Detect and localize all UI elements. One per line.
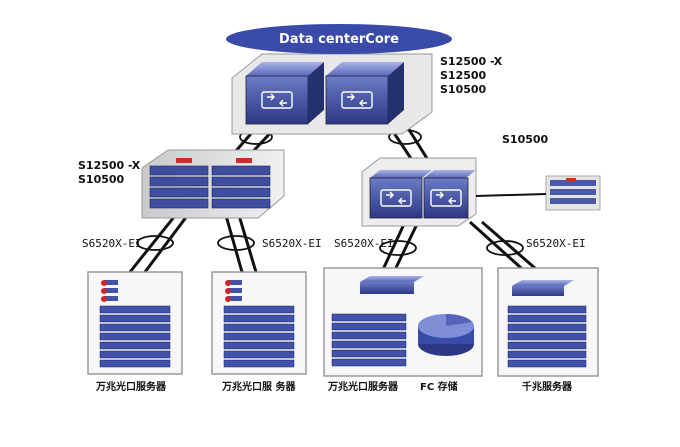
- server-rack-3: [331, 276, 424, 367]
- access-caption-2: 万兆光口服 务器: [222, 382, 296, 393]
- left-agg-model-2: S10500: [78, 173, 125, 186]
- link-right-access4-b: [481, 220, 545, 278]
- fc-storage-icon: [418, 314, 474, 356]
- left-aggregation-chassis: [141, 149, 285, 219]
- link-left-access1-b: [143, 211, 192, 273]
- access-model-2: S6520X-EI: [262, 237, 322, 250]
- core-model-2: S12500: [440, 69, 487, 82]
- link-left-access2-b: [236, 211, 258, 273]
- ring-access4: [486, 240, 524, 256]
- link-left-access1-a: [128, 211, 180, 273]
- core-model-3: S10500: [440, 83, 487, 96]
- server-rack-2: [223, 280, 295, 368]
- server-rack-1: [99, 280, 171, 368]
- core-switch-pair: [231, 53, 433, 135]
- server-rack-4: [507, 280, 587, 368]
- access-caption-1: 万兆光口服务器: [96, 382, 166, 393]
- storage-caption: FC 存储: [420, 382, 458, 393]
- access-model-1: S6520X-EI: [82, 237, 142, 250]
- link-right-access4-a: [468, 220, 532, 278]
- link-left-access2-a: [223, 211, 244, 273]
- link-right-access3-b: [390, 221, 420, 277]
- core-model-1: S12500 -X: [440, 55, 503, 68]
- core-title: Data centerCore: [226, 24, 452, 54]
- access-model-3: S6520X-EI: [334, 237, 394, 250]
- ring-access3: [379, 240, 417, 256]
- ring-access1: [136, 235, 174, 251]
- left-agg-model-1: S12500 -X: [78, 159, 141, 172]
- access-model-4: S6520X-EI: [526, 237, 586, 250]
- access-frame-1: [87, 271, 183, 375]
- right-agg-model: S10500: [502, 133, 549, 146]
- link-right-access3-a: [378, 221, 407, 277]
- right-aggregation-switch-pair: [361, 157, 601, 227]
- ring-access2: [217, 235, 255, 251]
- access-frame-2: [211, 271, 307, 375]
- access-caption-3: 万兆光口服务器: [328, 382, 398, 393]
- access-caption-4: 千兆服务器: [522, 382, 572, 393]
